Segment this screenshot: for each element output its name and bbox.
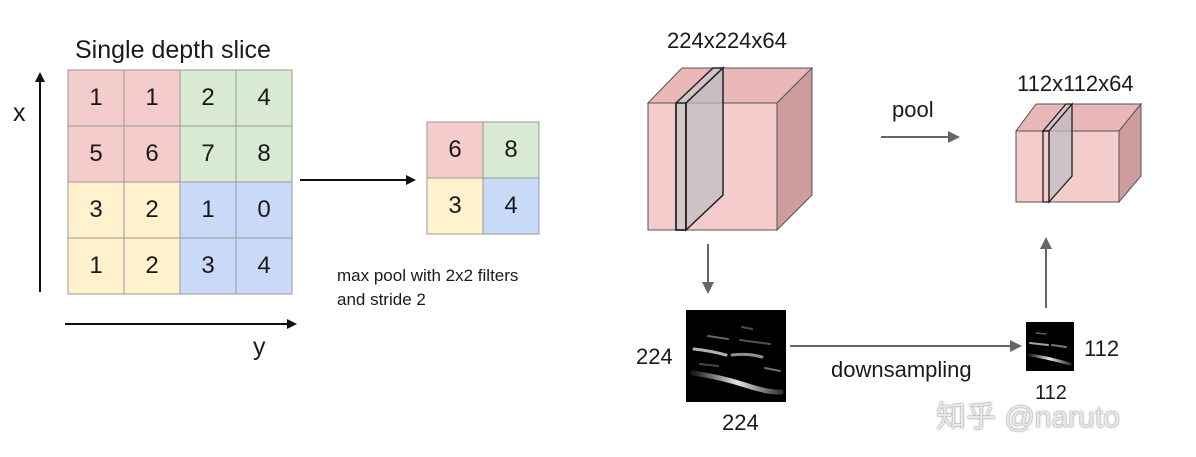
input-grid-cell-bg xyxy=(235,181,293,239)
output-grid-cell-value: 4 xyxy=(504,192,518,219)
input-volume-label: 224x224x64 xyxy=(667,28,787,53)
feature-map-112 xyxy=(1026,322,1074,371)
downsampling-label: downsampling xyxy=(831,357,972,382)
input-grid-cell-value: 8 xyxy=(257,140,271,167)
input-grid-cell-value: 2 xyxy=(145,196,159,223)
input-grid-cell-bg xyxy=(235,237,293,295)
input-grid-cell-value: 3 xyxy=(89,196,103,223)
feature-map-112-right-label: 112 xyxy=(1084,336,1120,361)
input-grid-cell-value: 4 xyxy=(257,84,271,111)
feature-map-224 xyxy=(686,310,786,402)
pool-label: pool xyxy=(892,97,934,122)
input-grid-cell-bg xyxy=(123,125,181,183)
input-grid-cell-value: 1 xyxy=(89,252,103,279)
output-grid-cell-value: 8 xyxy=(504,136,518,163)
output-grid-cell-value: 6 xyxy=(448,136,462,163)
watermark: 知乎 @naruto xyxy=(936,401,1120,434)
input-grid-cell-value: 5 xyxy=(89,140,103,167)
input-grid-cell-value: 6 xyxy=(145,140,159,167)
output-grid-cell-bg xyxy=(482,177,540,235)
input-grid-cell-bg xyxy=(179,237,237,295)
input-grid-cell-value: 4 xyxy=(257,252,271,279)
feature-map-224-left-label: 224 xyxy=(636,344,673,369)
output-grid-cell-bg xyxy=(482,121,540,179)
slice-title: Single depth slice xyxy=(75,36,271,64)
input-grid-cell-bg xyxy=(179,181,237,239)
input-grid-cell-value: 0 xyxy=(257,196,271,223)
input-grid-cell-value: 2 xyxy=(201,84,215,111)
output-grid-cell-value: 3 xyxy=(448,192,462,219)
input-grid-cell-bg xyxy=(179,125,237,183)
input-grid-cell-bg xyxy=(235,69,293,127)
output-volume xyxy=(1015,102,1143,204)
input-grid-cell-value: 3 xyxy=(201,252,215,279)
y-axis-label: y xyxy=(253,333,266,361)
feature-map-224-bottom-label: 224 xyxy=(722,410,759,435)
feature-map-112-bottom-label: 112 xyxy=(1035,382,1067,404)
input-grid-cell-value: 2 xyxy=(145,252,159,279)
x-axis-label: x xyxy=(13,99,26,127)
maxpool-caption-line1: max pool with 2x2 filters xyxy=(337,266,519,285)
output-grid-cell-bg xyxy=(426,121,484,179)
input-grid-cell-bg xyxy=(123,237,181,295)
input-grid-cell-bg xyxy=(123,69,181,127)
output-grid xyxy=(426,121,540,235)
input-grid-cell-value: 7 xyxy=(201,140,215,167)
maxpool-caption-line2: and stride 2 xyxy=(337,290,426,309)
input-grid-cell-value: 1 xyxy=(201,196,215,223)
input-grid xyxy=(67,69,293,295)
output-volume-label: 112x112x64 xyxy=(1017,71,1134,96)
input-grid-cell-bg xyxy=(67,69,125,127)
input-volume xyxy=(646,66,814,232)
input-grid-cell-value: 1 xyxy=(145,84,159,111)
input-grid-cell-value: 1 xyxy=(89,84,103,111)
input-grid-cell-bg xyxy=(179,69,237,127)
